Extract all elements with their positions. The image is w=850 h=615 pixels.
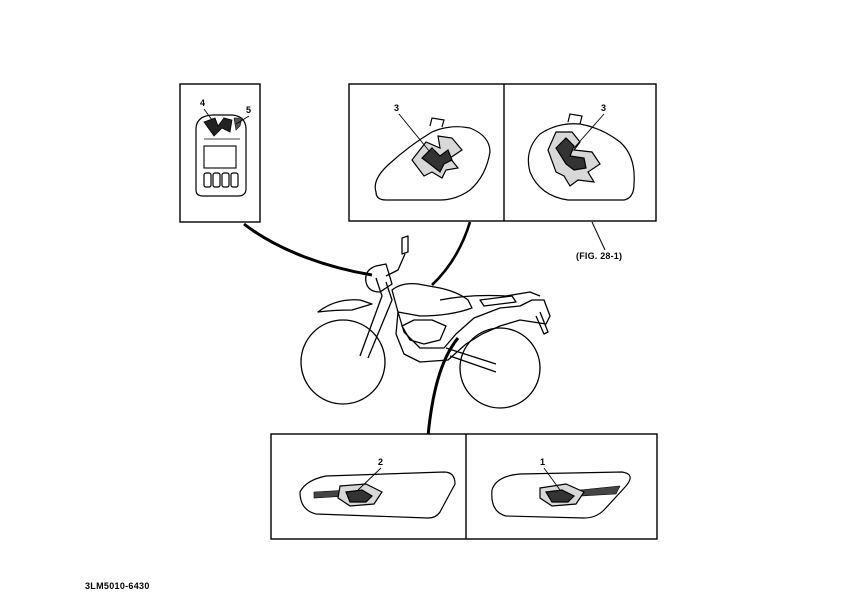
fuel-tank-outline (391, 282, 473, 317)
callout-4: 4 (200, 98, 206, 108)
callout-5: 5 (246, 105, 252, 115)
meter-panel (179, 83, 261, 223)
leader-tank (431, 221, 472, 286)
figure-reference: (FIG. 28-1) (576, 251, 623, 261)
rear-wheel (459, 327, 541, 409)
engine-outline (401, 319, 447, 345)
front-wheel (300, 319, 386, 405)
exhaust (479, 295, 517, 307)
callout-2: 2 (378, 457, 384, 467)
drawing-code: 3LM5010-6430 (85, 581, 150, 591)
leader-meter (243, 222, 373, 277)
leader-side-covers (426, 337, 460, 437)
side-cover-panel (270, 433, 658, 540)
frame-and-seat (395, 299, 551, 363)
callout-3-right: 3 (601, 103, 607, 113)
tank-panel (348, 83, 657, 222)
motorcycle-outline (300, 235, 551, 409)
tank-right-illustration (527, 113, 635, 201)
headlight-cowl (365, 263, 393, 293)
callout-1: 1 (540, 457, 546, 467)
handlebar-mirror (385, 235, 409, 277)
callout-3-left: 3 (394, 103, 400, 113)
front-fork (359, 277, 393, 359)
leader-lines (243, 221, 606, 437)
front-fender (317, 299, 373, 313)
tail-light (535, 311, 549, 335)
swing-arm (445, 347, 497, 373)
seat-top (439, 291, 541, 301)
leader-fig-ref (591, 221, 606, 251)
